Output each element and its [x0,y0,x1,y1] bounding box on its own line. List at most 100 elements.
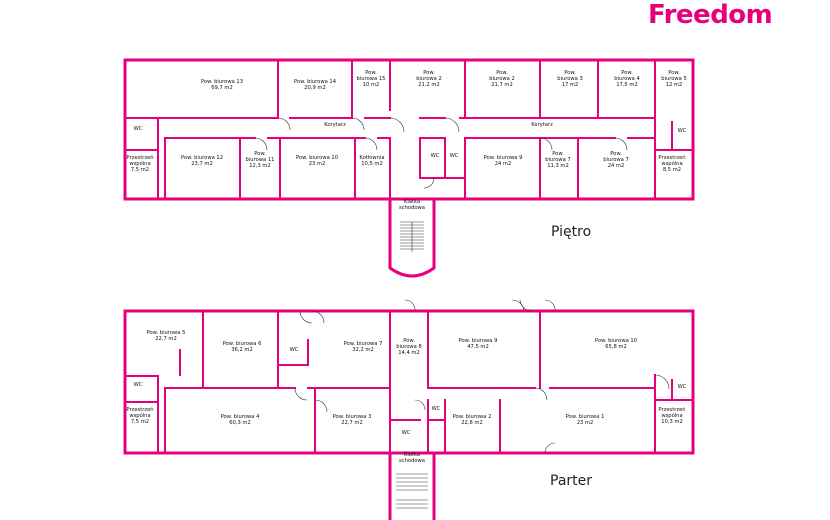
room-label-line: Pow. biurowa 7 [344,341,383,347]
room-label-line: 22,8 m2 [461,420,483,426]
room-label-line: Pow. biurowa 12 [181,155,223,161]
room-label-line: WC [402,430,411,436]
upper-floor-walls [123,58,695,278]
room-label-line: 12,3 m2 [249,163,271,169]
room-label-line: 32,2 m2 [352,347,374,353]
room-label-line: Pow. [254,151,266,157]
upper-doors [254,117,628,189]
ground-stairs [396,473,428,509]
upper-stairs [400,221,424,252]
room-label-line: biurowa 11 [246,157,275,163]
room-label-line: schodowa [399,205,425,211]
room-label-line: Przestrzeń [658,154,685,161]
ground-room-label-gwc1: WC [290,347,299,353]
room-label-line: biurowa 15 [357,76,386,82]
room-label-line: Przestrzeń [658,406,685,413]
room-label-line: WC [678,384,687,390]
room-label-line: 60,3 m2 [229,420,251,426]
room-label-line: Pow. biurowa 3 [333,414,372,420]
room-label-line: Przestrzeń [126,154,153,161]
room-label-line: 12 m2 [666,82,683,88]
room-label-line: Pow. biurowa 4 [221,414,260,420]
room-label-line: 21,7 m2 [491,82,513,88]
room-label-line: 24 m2 [495,161,512,167]
room-label-line: 8,5 m2 [663,167,681,173]
room-label-line: biurowa 2 [489,76,515,82]
room-label-line: biurowa 4 [614,76,640,82]
room-label-line: wspólna [661,412,682,419]
room-label-line: wspólna [129,412,150,419]
room-label-line: 24 m2 [608,163,625,169]
room-label-line: 47,5 m2 [467,344,489,350]
room-label-line: Korytarz [531,122,553,128]
room-label-line: Pow. [423,70,435,76]
room-label-line: Pow. biurowa 6 [223,341,262,347]
room-label-line: Pow. [564,70,576,76]
room-label-line: 21,2 m2 [418,82,440,88]
room-label-line: Pow. biurowa 9 [459,338,498,344]
room-label-line: Kotłownia [359,155,384,161]
ground-room-label-gwcL: WC [134,382,143,388]
room-label-line: 10,5 m2 [361,161,383,167]
upper-room-label-wcL: WC [134,126,143,132]
ground-floor-title: Parter [550,473,593,489]
room-label-line: 20,9 m2 [304,85,326,91]
room-label-line: 10 m2 [363,82,380,88]
room-label-line: 65,8 m2 [605,344,627,350]
room-label-line: WC [134,382,143,388]
room-label-line: Korytarz [324,122,346,128]
ground-floor-walls [123,309,695,520]
room-label-line: biurowa 2 [416,76,442,82]
room-label-line: Pow. [403,338,415,344]
room-label-line: WC [134,126,143,132]
room-label-line: 14,4 m2 [398,350,420,356]
room-label-line: Pow. [668,70,680,76]
room-label-line: WC [431,153,440,159]
room-label-line: Pow. biurowa 2 [453,414,492,420]
room-label-line: 22,7 m2 [341,420,363,426]
room-label-line: 10,3 m2 [661,419,683,425]
upper-room-label-wcR: WC [678,128,687,134]
room-label-line: biurowa 7 [603,157,629,163]
ground-room-label-gwc3: WC [402,430,411,436]
room-label-line: Klatka [404,452,420,458]
room-label-line: Pow. [365,70,377,76]
ground-room-label-gwc2: WC [432,406,441,412]
ground-room-label-gwcR: WC [678,384,687,390]
room-label-line: WC [450,153,459,159]
room-label-line: WC [290,347,299,353]
room-label-line: Pow. biurowa 10 [595,338,637,344]
room-label-line: biurowa 3 [557,76,583,82]
upper-room-label-wc2: WC [450,153,459,159]
room-label-line: 36,2 m2 [231,347,253,353]
room-label-line: Pow. biurowa 13 [201,79,243,85]
room-label-line: Pow. biurowa 14 [294,79,337,85]
room-label-line: WC [432,406,441,412]
room-label-line: biurowa 8 [396,344,422,350]
ground-doors [294,299,670,454]
room-label-line: Pow. [552,151,564,157]
room-label-line: Pow. biurowa 10 [296,155,338,161]
room-label-line: Pow. [496,70,508,76]
